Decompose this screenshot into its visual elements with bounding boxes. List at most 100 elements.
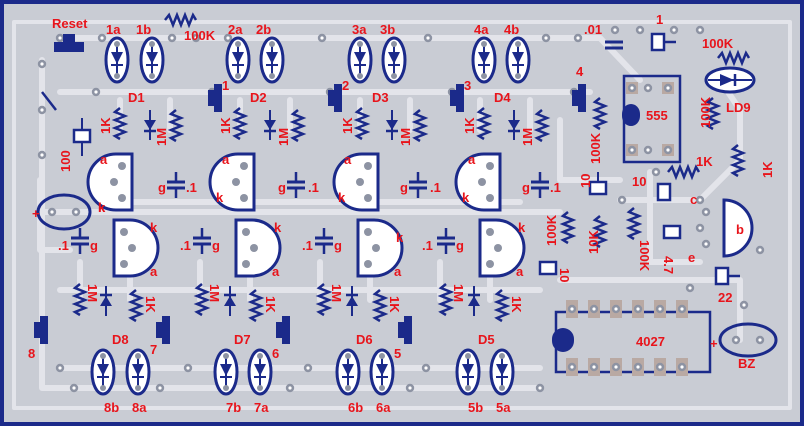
label-m1-bot1: 1M [85,284,100,302]
label-r-555-left: 100K [588,132,603,164]
label-ld9: LD9 [726,100,751,115]
label-sw2: 2 [342,78,349,93]
label-t-e: e [688,250,695,265]
buzzer [718,322,778,358]
label-m1-top4: 1M [520,128,535,146]
label-c01-top1: .1 [186,180,197,195]
label-a-top1: a [100,152,108,167]
label-led-7a: 7a [254,400,269,415]
label-k1-top4: 1K [462,117,477,134]
label-d5: D5 [478,332,495,347]
label-d4: D4 [494,90,511,105]
label-led-4b: 4b [504,22,519,37]
label-k-top4: k [462,190,470,205]
label-g-bot4: g [456,238,464,253]
label-k1-bot3: 1K [387,296,402,313]
label-k1-bot1: 1K [143,296,158,313]
label-led-8a: 8a [132,400,147,415]
label-a-bot4: a [516,264,524,279]
label-m1-bot3: 1M [329,284,344,302]
label-c22: 22 [718,290,732,305]
scr-top-1 [86,152,134,212]
label-led-1a: 1a [106,22,121,37]
label-k-top1: k [98,200,106,215]
label-4027: 4027 [636,334,665,349]
label-cap-top: .01 [584,22,602,37]
label-k-bot4: k [518,220,526,235]
label-k-power: k [98,200,106,215]
label-r-10k: 10K [586,230,601,254]
capacitor-100uf [72,118,92,156]
label-c01-top3: .1 [430,180,441,195]
label-d2: D2 [250,90,267,105]
label-r-top: 100K [184,28,216,43]
label-plus-bz: + [710,336,718,351]
ic-4027 [552,300,712,376]
label-m1-bot2: 1M [207,284,222,302]
label-k-bot1: k [150,220,158,235]
label-sw7: 7 [150,342,157,357]
label-sw1: 1 [222,78,229,93]
label-led-2b: 2b [256,22,271,37]
label-reset: Reset [52,16,88,31]
label-g-top2: g [278,180,286,195]
label-k1-bot2: 1K [263,296,278,313]
label-d7: D7 [234,332,251,347]
label-g-bot1: g [90,238,98,253]
label-d3: D3 [372,90,389,105]
label-c01-bot4: .1 [422,238,433,253]
label-sw6: 6 [272,346,279,361]
label-led-4a: 4a [474,22,489,37]
label-r-555-right: 100K [698,96,713,128]
label-led-8b: 8b [104,400,119,415]
label-led-7b: 7b [226,400,241,415]
label-t-c: c [690,192,697,207]
label-d1: D1 [128,90,145,105]
label-c01-top2: .1 [308,180,319,195]
label-a-top4: a [468,152,476,167]
label-555: 555 [646,108,668,123]
label-r1k-b: 1K [760,161,775,178]
label-plus-power: + [32,206,40,221]
label-sw4: 4 [576,64,584,79]
label-sw3: 3 [464,78,471,93]
label-k1-bot4: 1K [509,296,524,313]
label-r-100k-mid: 100K [544,214,559,246]
capacitor-001 [605,40,623,50]
label-t-b: b [736,222,744,237]
label-a-bot3: a [394,264,402,279]
label-m1-top3: 1M [398,128,413,146]
label-k1-top3: 1K [340,117,355,134]
label-sw8: 8 [28,346,35,361]
capacitor-10uf-c [538,260,558,276]
label-g-top1: g [158,180,166,195]
label-g-top4: g [522,180,530,195]
label-m1-bot4: 1M [451,284,466,302]
label-led-6a: 6a [376,400,391,415]
label-led-5a: 5a [496,400,511,415]
label-led-1b: 1b [136,22,151,37]
label-a-bot2: a [272,264,280,279]
label-k-bot3: k [396,230,404,245]
transistor [695,198,754,258]
label-led-5b: 5b [468,400,483,415]
capacitor-22uf [714,266,740,286]
label-c01-bot3: .1 [302,238,313,253]
label-c01-bot1: .1 [58,238,69,253]
capacitor-1uf [650,32,676,52]
label-c100: 100 [58,150,73,172]
capacitor-10uf-b [656,182,672,202]
label-c10-c: 10 [557,268,572,282]
label-g-bot3: g [334,238,342,253]
reset-button [41,34,84,111]
power-connector [36,193,92,231]
label-bz: BZ [738,356,755,371]
label-led-2a: 2a [228,22,243,37]
label-k-bot2: k [274,220,282,235]
label-led-6b: 6b [348,400,363,415]
label-d8: D8 [112,332,129,347]
label-a-bot1: a [150,264,158,279]
label-sw5: 5 [394,346,401,361]
label-a-top2: a [222,152,230,167]
